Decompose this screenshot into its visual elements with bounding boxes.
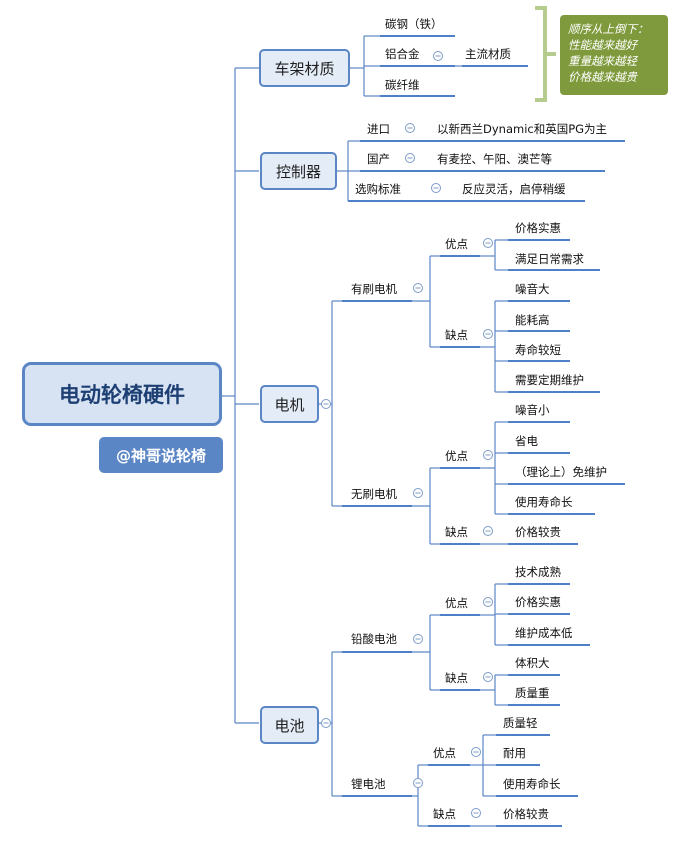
brushless-pro-item: （理论上）免维护 xyxy=(515,465,607,479)
collapse-toggle-icon[interactable] xyxy=(413,488,423,498)
collapse-toggle-icon[interactable] xyxy=(483,329,493,339)
collapse-toggle-icon[interactable] xyxy=(483,672,493,682)
controller-node[interactable]: 控制器 xyxy=(260,152,337,190)
brushed-con-item: 噪音大 xyxy=(515,282,550,296)
collapse-toggle-icon[interactable] xyxy=(483,450,493,460)
collapse-toggle-icon[interactable] xyxy=(483,526,493,536)
lead-con-item: 质量重 xyxy=(515,686,550,700)
note-line: 重量越来越轻 xyxy=(568,54,637,68)
lead-cons-label: 缺点 xyxy=(445,671,468,685)
collapse-toggle-icon[interactable] xyxy=(483,238,493,248)
collapse-toggle-icon[interactable] xyxy=(413,778,423,788)
lead-pros-label: 优点 xyxy=(445,596,468,610)
controller-domestic-label: 国产 xyxy=(367,152,390,166)
brushed-pro-item: 满足日常需求 xyxy=(515,252,584,266)
lithium-battery-label: 锂电池 xyxy=(351,777,386,791)
collapse-toggle-icon[interactable] xyxy=(413,283,423,293)
brushless-con-item: 价格较贵 xyxy=(515,525,561,539)
collapse-toggle-icon[interactable] xyxy=(321,399,331,409)
author-tag: @神哥说轮椅 xyxy=(99,437,223,473)
lead-battery-label: 铅酸电池 xyxy=(351,632,397,646)
controller-criteria-value: 反应灵活，启停稍缓 xyxy=(462,182,566,196)
collapse-toggle-icon[interactable] xyxy=(321,718,331,728)
collapse-toggle-icon[interactable] xyxy=(433,51,443,61)
lithium-pros-label: 优点 xyxy=(433,746,456,760)
frame-item-aluminum: 铝合金 xyxy=(385,47,420,61)
lithium-pro-item: 使用寿命长 xyxy=(503,777,561,791)
connector-lines xyxy=(222,35,508,827)
brushed-cons-label: 缺点 xyxy=(445,328,468,342)
frame-item-carbon-steel: 碳钢（铁） xyxy=(385,17,443,31)
collapse-toggles xyxy=(321,51,493,818)
brushless-pro-item: 使用寿命长 xyxy=(515,495,573,509)
controller-import-label: 进口 xyxy=(367,122,390,136)
lithium-cons-label: 缺点 xyxy=(433,807,456,821)
brushed-con-item: 寿命较短 xyxy=(515,343,561,357)
note-bracket xyxy=(535,6,556,102)
controller-domestic-value: 有麦控、午阳、澳芒等 xyxy=(437,152,552,166)
frame-mainstream-label: 主流材质 xyxy=(465,47,511,61)
lead-con-item: 体积大 xyxy=(515,656,550,670)
collapse-toggle-icon[interactable] xyxy=(471,747,481,757)
brushed-con-item: 能耗高 xyxy=(515,313,550,327)
note-line: 顺序从上倒下： xyxy=(568,22,649,36)
collapse-toggle-icon[interactable] xyxy=(413,634,423,644)
collapse-toggle-icon[interactable] xyxy=(483,597,493,607)
collapse-toggle-icon[interactable] xyxy=(431,183,441,193)
lithium-pro-item: 质量轻 xyxy=(503,716,538,730)
brushless-cons-label: 缺点 xyxy=(445,525,468,539)
lead-pro-item: 维护成本低 xyxy=(515,626,573,640)
note-line: 价格越来越贵 xyxy=(568,70,637,84)
brushless-pro-item: 噪音小 xyxy=(515,403,550,417)
lithium-pro-item: 耐用 xyxy=(503,746,526,760)
node-underlines xyxy=(342,35,625,827)
battery-node[interactable]: 电池 xyxy=(260,706,319,744)
motor-node[interactable]: 电机 xyxy=(260,385,319,423)
brushless-pro-item: 省电 xyxy=(515,434,538,448)
brushless-pros-label: 优点 xyxy=(445,449,468,463)
brushed-pro-item: 价格实惠 xyxy=(515,221,561,235)
lithium-con-item: 价格较贵 xyxy=(503,807,549,821)
frame-note: 顺序从上倒下： 性能越来越好 重量越来越轻 价格越来越贵 xyxy=(560,15,668,95)
brushed-con-item: 需要定期维护 xyxy=(515,373,584,387)
collapse-toggle-icon[interactable] xyxy=(405,153,415,163)
controller-import-value: 以新西兰Dynamic和英国PG为主 xyxy=(437,122,608,136)
frame-item-carbon-fiber: 碳纤维 xyxy=(385,78,420,92)
brushless-motor-label: 无刷电机 xyxy=(351,487,397,501)
lead-pro-item: 技术成熟 xyxy=(515,565,561,579)
note-line: 性能越来越好 xyxy=(568,38,637,52)
brushed-pros-label: 优点 xyxy=(445,237,468,251)
brushed-motor-label: 有刷电机 xyxy=(351,282,397,296)
frame-node[interactable]: 车架材质 xyxy=(259,49,350,87)
collapse-toggle-icon[interactable] xyxy=(471,808,481,818)
root-node[interactable]: 电动轮椅硬件 xyxy=(22,362,222,426)
lead-pro-item: 价格实惠 xyxy=(515,595,561,609)
controller-criteria-label: 选购标准 xyxy=(355,182,401,196)
collapse-toggle-icon[interactable] xyxy=(405,123,415,133)
